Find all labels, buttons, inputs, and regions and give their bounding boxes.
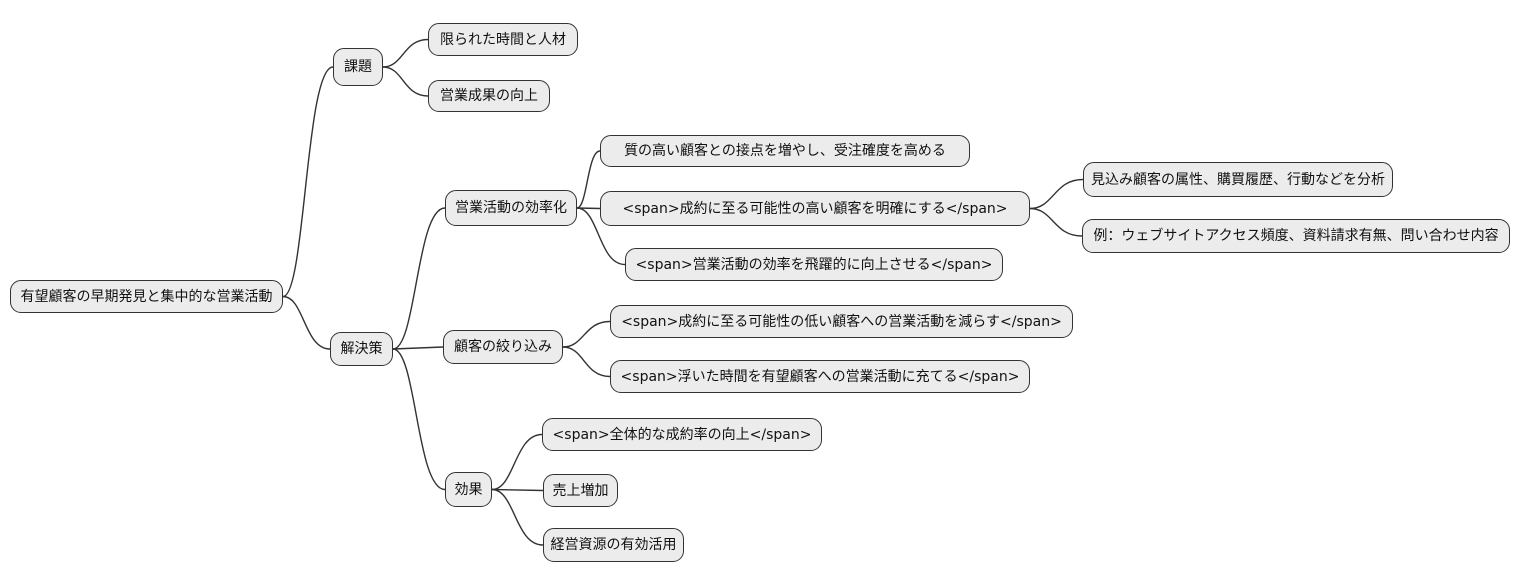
mindmap-node-effects: 効果 — [445, 472, 492, 507]
edge-eff_identify-analyze — [1029, 178, 1084, 210]
mindmap-node-analyze: 見込み顧客の属性、購買履歴、行動などを分析 — [1083, 162, 1393, 197]
mindmap-node-narrowing: 顧客の絞り込み — [443, 330, 563, 364]
edge-root-issues — [282, 66, 334, 298]
mindmap-node-issue_result: 営業成果の向上 — [428, 80, 550, 112]
mindmap-node-root: 有望顧客の早期発見と集中的な営業活動 — [10, 280, 283, 313]
edge-solution-efficiency — [392, 207, 446, 350]
mindmap-node-eff_identify: <span>成約に至る可能性の高い顧客を明確にする</span> — [600, 191, 1030, 226]
edge-eff_identify-example — [1029, 207, 1083, 237]
mindmap-node-eff_contact: 質の高い顧客との接点を増やし、受注確度を高める — [600, 135, 970, 167]
mindmap-node-example: 例：ウェブサイトアクセス頻度、資料請求有無、問い合わせ内容 — [1082, 219, 1510, 253]
mindmap-node-solution: 解決策 — [330, 332, 393, 366]
edge-solution-effects — [392, 348, 446, 491]
mindmap-node-effect_sales: 売上増加 — [543, 474, 618, 507]
edge-efficiency-eff_contact — [576, 150, 601, 209]
edge-narrowing-narrow_reduce — [562, 320, 611, 348]
edge-issues-issue_time — [382, 38, 429, 68]
mindmap-node-narrow_time: <span>浮いた時間を有望顧客への営業活動に充てる</span> — [610, 360, 1030, 393]
mindmap-node-effect_resource: 経営資源の有効活用 — [543, 528, 684, 562]
edge-effects-effect_sales — [491, 488, 544, 492]
edge-issues-issue_result — [382, 66, 429, 97]
mindmap-node-effect_rate: <span>全体的な成約率の向上</span> — [542, 418, 822, 451]
edge-narrowing-narrow_time — [562, 346, 611, 378]
edge-efficiency-eff_improve — [576, 207, 626, 266]
mindmap-node-eff_improve: <span>営業活動の効率を飛躍的に向上させる</span> — [625, 248, 1003, 281]
mindmap-node-issues: 課題 — [333, 48, 383, 86]
mindmap-node-efficiency: 営業活動の効率化 — [445, 190, 577, 226]
mindmap-node-narrow_reduce: <span>成約に至る可能性の低い顧客への営業活動を減らす</span> — [610, 305, 1073, 338]
edge-solution-narrowing — [392, 346, 444, 350]
edge-effects-effect_rate — [491, 433, 543, 491]
edge-effects-effect_resource — [491, 488, 544, 546]
edge-root-solution — [282, 295, 331, 350]
mindmap-node-issue_time: 限られた時間と人材 — [428, 23, 578, 56]
